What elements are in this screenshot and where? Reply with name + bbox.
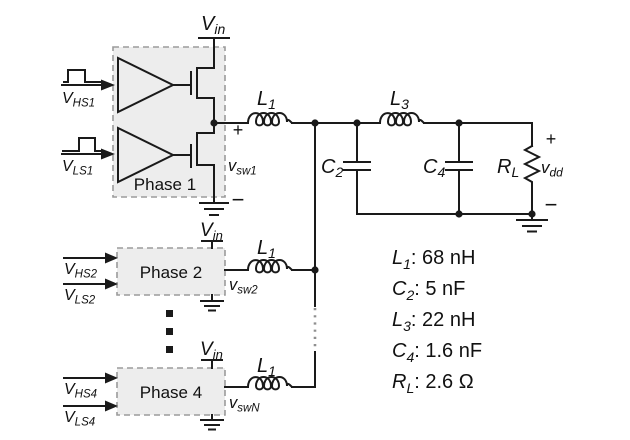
phase1-hs-pulse-icon (63, 69, 103, 83)
phase4-ls-input-arrow (63, 400, 118, 412)
phase2-hs-input-label: VHS2 (64, 261, 98, 281)
phase4-vin-terminal (201, 359, 223, 369)
c2-label: C2 (321, 156, 343, 180)
phase2-l1-label: L1 (257, 237, 276, 261)
phase4-output-inductor (224, 376, 293, 391)
phase2-vsw-label: vsw2 (229, 276, 258, 297)
phase4-ground-icon (200, 414, 224, 431)
phase1-hs-driver-icon (117, 56, 176, 114)
phase2-vin-label: Vin (200, 220, 223, 243)
inductor-coil-icon (379, 112, 425, 127)
phase4-vsw-label: vswN (229, 394, 260, 415)
inductor-coil-icon (247, 376, 293, 391)
phase1-title: Phase 1 (134, 175, 196, 194)
phase2-ls-input-label: VLS2 (64, 287, 96, 307)
phase1-vsw-plus: + (233, 120, 244, 140)
bus-wire-lower (291, 351, 316, 388)
phase1-hs-input-arrow (61, 79, 115, 91)
value-c4: C4: 1.6 nF (392, 340, 482, 365)
output-ground-icon (516, 213, 548, 233)
inductor-coil-icon (247, 259, 293, 274)
phase2-title: Phase 2 (140, 263, 202, 282)
value-rl: RL: 2.6 Ω (392, 371, 474, 396)
c4-label: C4 (423, 156, 445, 180)
rl-label: RL (497, 156, 519, 180)
phase1-output-inductor (213, 112, 316, 127)
phase4-hs-input-arrow (63, 372, 118, 384)
phase2-block (63, 240, 316, 312)
phase4-l1-label: L1 (257, 355, 276, 379)
phase2-ls-input-arrow (63, 278, 118, 290)
inductor-l3 (379, 112, 533, 147)
phase1-ls-driver-icon (117, 126, 176, 184)
output-filter (311, 112, 548, 233)
phase4-title: Phase 4 (140, 383, 202, 402)
phase2-output-inductor (224, 259, 316, 274)
capacitor-c2-icon (343, 122, 371, 215)
vdd-label: vdd (541, 158, 563, 180)
phase2-vin-terminal (201, 240, 223, 249)
phase4-vin-label: Vin (200, 339, 223, 362)
c4-bottom-junction-dot (455, 210, 463, 218)
inductor-coil-icon (247, 112, 293, 127)
phase4-block (63, 359, 293, 431)
phase1-vsw-label: vsw1 (228, 157, 257, 178)
phase1-ls-mosfet-icon (172, 122, 215, 204)
component-values-list: L1: 68 nH C2: 5 nF L3: 22 nH C4: 1.6 nF … (392, 247, 482, 396)
value-c2: C2: 5 nF (392, 278, 465, 303)
phase4-hs-input-label: VHS4 (64, 381, 97, 401)
phase1-block (61, 37, 230, 216)
value-l3: L3: 22 nH (392, 309, 475, 334)
phase1-ls-input-label: VLS1 (62, 158, 93, 178)
phase1-ground-icon (199, 202, 229, 216)
phase1-ls-pulse-icon (62, 137, 103, 152)
phase1-vin-label: Vin (201, 13, 225, 37)
phase1-ls-input-arrow (61, 148, 115, 160)
phase1-l1-label: L1 (257, 88, 276, 112)
resistor-rl-icon (522, 144, 542, 215)
phase-bus (291, 122, 319, 388)
l3-label: L3 (390, 88, 409, 112)
phase2-dashed-box (116, 247, 226, 296)
vdd-minus: − (545, 192, 558, 217)
phase2-ground-icon (200, 294, 224, 312)
phase1-hs-input-label: VHS1 (62, 90, 95, 110)
phase4-ls-input-label: VLS4 (64, 409, 95, 429)
vdd-plus: + (546, 129, 557, 149)
phase4-dashed-box (116, 367, 226, 416)
capacitor-c4-icon (445, 122, 473, 215)
phase-ellipsis (166, 310, 173, 353)
value-l1: L1: 68 nH (392, 247, 475, 272)
phase1-hs-mosfet-icon (172, 37, 215, 124)
phase1-vsw-minus: − (232, 187, 245, 212)
phase2-hs-input-arrow (63, 252, 118, 264)
